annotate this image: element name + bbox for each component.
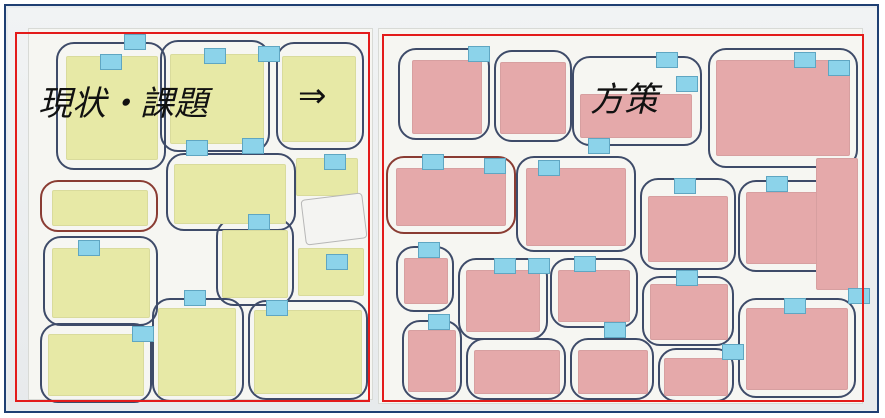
group-loop — [572, 56, 702, 146]
label-tag — [326, 254, 348, 270]
sticky-note — [222, 230, 288, 298]
sticky-note — [474, 350, 560, 394]
label-tag — [484, 158, 506, 174]
sticky-note — [396, 168, 506, 226]
sticky-note — [526, 168, 626, 246]
label-tag — [656, 52, 678, 68]
label-tag — [494, 258, 516, 274]
group-loop — [43, 236, 158, 326]
group-loop — [276, 42, 364, 150]
sticky-note — [404, 258, 448, 304]
label-tag — [428, 314, 450, 330]
sticky-note — [52, 190, 148, 226]
label-tag — [184, 290, 206, 306]
label-tag — [324, 154, 346, 170]
group-loop — [40, 323, 152, 403]
label-tag — [124, 34, 146, 50]
label-tag — [604, 322, 626, 338]
sticky-note — [48, 334, 144, 396]
label-tag — [266, 300, 288, 316]
sticky-note — [254, 310, 362, 394]
sticky-note — [170, 54, 264, 144]
label-tag — [78, 240, 100, 256]
sticky-note — [746, 308, 848, 390]
label-tag — [100, 54, 122, 70]
group-loop — [494, 50, 572, 142]
label-tag — [538, 160, 560, 176]
label-tag — [574, 256, 596, 272]
label-tag — [186, 140, 208, 156]
sticky-note — [500, 62, 566, 134]
label-tag — [722, 344, 744, 360]
sticky-note — [664, 358, 728, 396]
label-tag — [588, 138, 610, 154]
group-loop — [466, 338, 566, 400]
label-tag — [418, 242, 440, 258]
highlight-box-current-issues — [15, 32, 370, 402]
sticky-note — [716, 60, 850, 156]
label-tag — [248, 214, 270, 230]
label-tag — [676, 270, 698, 286]
label-tag — [766, 176, 788, 192]
label-tag — [468, 46, 490, 62]
sticky-note — [816, 158, 858, 290]
group-loop — [40, 180, 158, 232]
sticky-note — [648, 196, 728, 262]
group-loop — [398, 48, 490, 140]
label-tag — [132, 326, 154, 342]
whiteboard-photo — [8, 8, 877, 410]
label-tag — [422, 154, 444, 170]
label-tag — [258, 46, 280, 62]
label-tag — [204, 48, 226, 64]
group-loop — [516, 156, 636, 252]
sticky-note — [158, 308, 236, 396]
measures-label: 方策 — [590, 80, 658, 120]
sticky-note — [650, 284, 728, 340]
sticky-note — [558, 270, 630, 322]
group-loop — [570, 338, 654, 400]
sticky-note — [66, 56, 158, 160]
group-loop — [708, 48, 858, 168]
sticky-note — [282, 56, 356, 142]
sticky-note — [412, 60, 482, 134]
label-tag — [674, 178, 696, 194]
current-issues-label: 現状・課題 — [38, 84, 208, 124]
group-loop — [386, 156, 516, 234]
label-tag — [794, 52, 816, 68]
sticky-note — [52, 248, 150, 318]
sticky-note — [466, 270, 540, 332]
sticky-note — [578, 350, 648, 394]
label-tag — [828, 60, 850, 76]
highlight-box-measures — [382, 34, 864, 402]
label-tag — [528, 258, 550, 274]
sticky-note — [580, 94, 692, 138]
arrow-label: ⇒ — [298, 76, 327, 116]
label-tag — [676, 76, 698, 92]
label-tag — [242, 138, 264, 154]
group-loop — [160, 40, 270, 152]
sticky-note — [408, 330, 456, 392]
group-loop — [56, 42, 166, 170]
label-tag — [784, 298, 806, 314]
label-tag — [848, 288, 870, 304]
group-loop — [248, 300, 368, 400]
